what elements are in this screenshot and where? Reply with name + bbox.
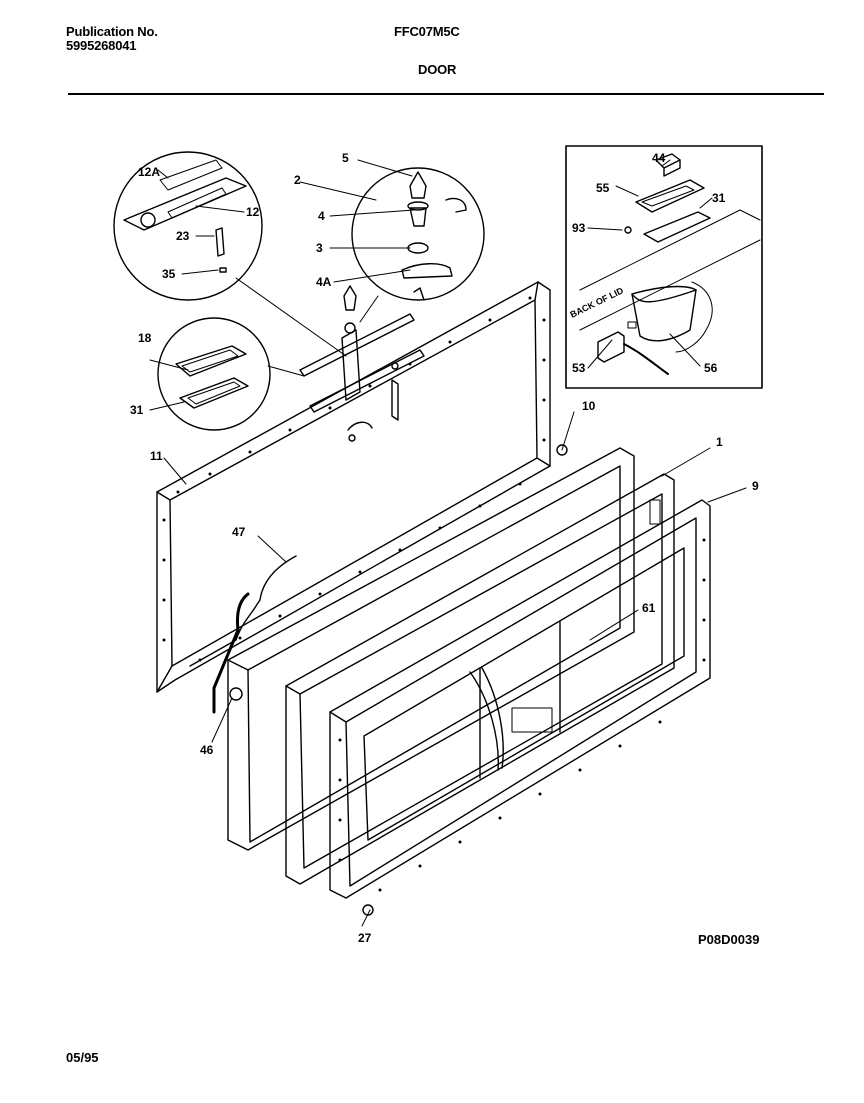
callout-56: 56: [704, 361, 718, 375]
publication-label: Publication No.: [66, 24, 158, 39]
callout-labels: 12A 12 23 35 5 2 4 3 4A 18 31 11 47 46 1…: [130, 151, 759, 945]
callout-35: 35: [162, 267, 176, 281]
callout-18: 18: [138, 331, 152, 345]
drawing-code: P08D0039: [698, 932, 760, 947]
detail-inset-lid: [565, 145, 763, 389]
detail-circle-trim: [113, 151, 263, 301]
callout-1: 1: [716, 435, 723, 449]
heater-wire: [189, 555, 297, 714]
door-gasket-frame: [156, 281, 551, 693]
callout-12: 12: [246, 205, 260, 219]
door-liner-panel: [227, 447, 635, 851]
door-assembly: [285, 473, 675, 885]
callout-11: 11: [150, 449, 163, 463]
screw-dots: [162, 296, 706, 892]
callout-5: 5: [342, 151, 349, 165]
detail-circle-hinge-parts: [351, 167, 485, 301]
callout-31: 31: [130, 403, 144, 417]
leader-lines: [149, 159, 747, 927]
callout-4: 4: [318, 209, 325, 223]
model-number: FFC07M5C: [394, 24, 460, 39]
callout-2: 2: [294, 173, 301, 187]
callout-93: 93: [572, 221, 586, 235]
callout-12A: 12A: [138, 165, 160, 179]
callout-55: 55: [596, 181, 610, 195]
callout-53: 53: [572, 361, 586, 375]
section-title: DOOR: [418, 62, 457, 77]
callout-47: 47: [232, 525, 246, 539]
detail-circle-handle-pad: [157, 317, 271, 431]
callout-27: 27: [358, 931, 372, 945]
callout-4A: 4A: [316, 275, 332, 289]
callout-23: 23: [176, 229, 190, 243]
callout-46: 46: [200, 743, 214, 757]
inset-warning-text: BACK OF LID: [568, 285, 625, 320]
callout-3: 3: [316, 241, 323, 255]
publication-number: 5995268041: [66, 38, 137, 53]
callout-61: 61: [642, 601, 656, 615]
hinge-assembly: [299, 285, 425, 442]
publication-date: 05/95: [66, 1050, 99, 1065]
inner-door-frame: [329, 499, 711, 899]
callout-10: 10: [582, 399, 596, 413]
callout-31-inset: 31: [712, 191, 726, 205]
callout-44: 44: [652, 151, 666, 165]
callout-9: 9: [752, 479, 759, 493]
header-rule: [68, 93, 824, 95]
